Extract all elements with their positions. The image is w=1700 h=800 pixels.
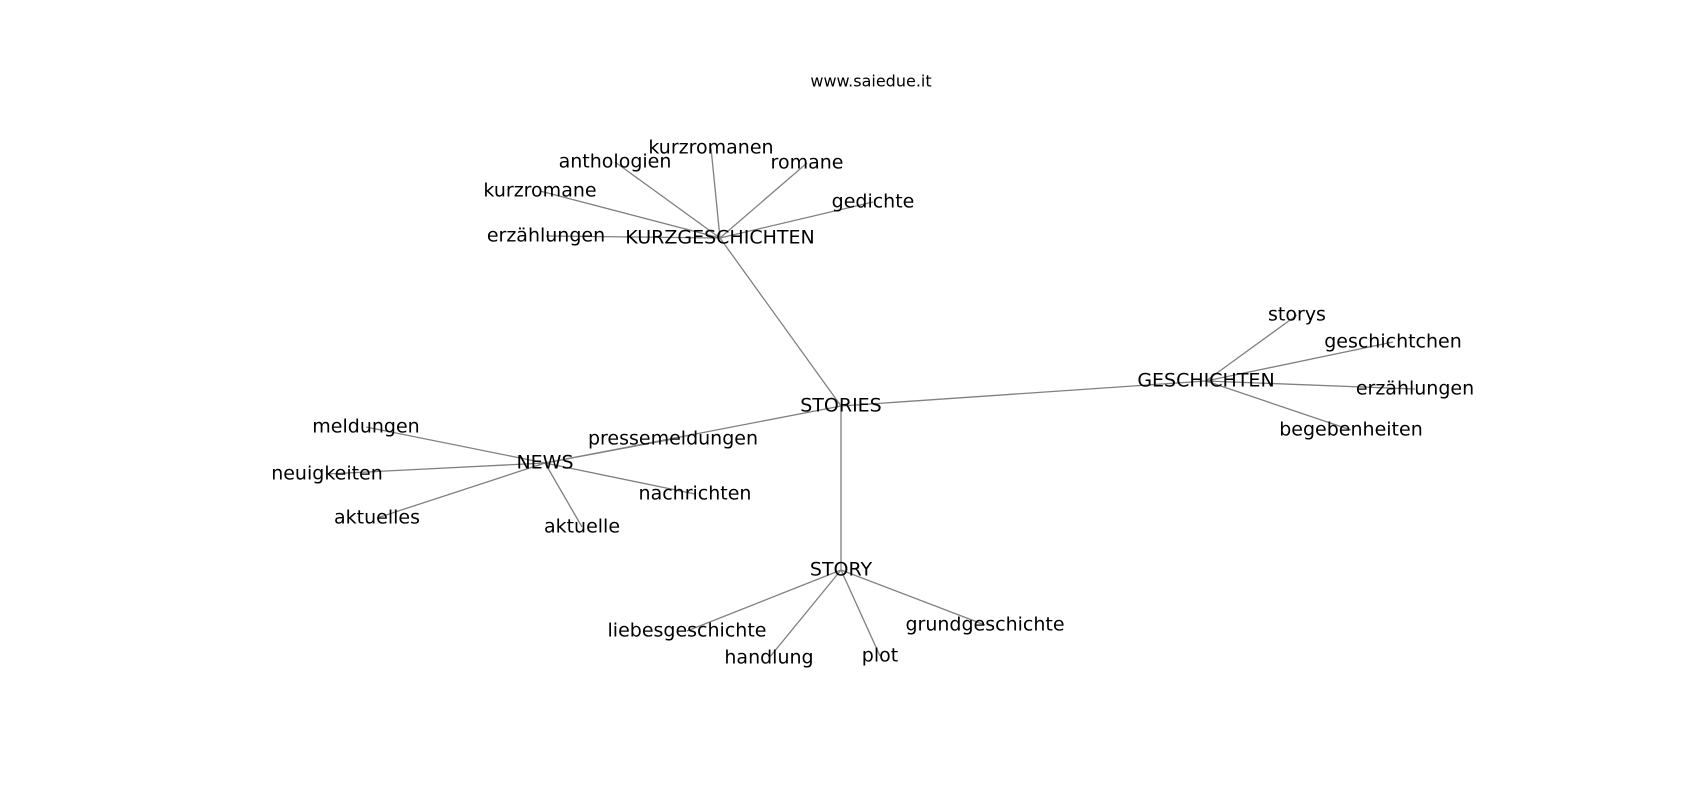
edge-story-grundgeschichte [840,569,986,626]
edge-kurzgeschichten-kurzromanen [710,147,721,239]
node-label-handlung: handlung [724,647,813,669]
node-label-kurzgeschichten: KURZGESCHICHTEN [625,227,814,249]
node-label-news: NEWS [516,452,573,474]
node-label-geschichtchen: geschichtchen [1324,331,1462,353]
edge-kurzgeschichten-kurzromane [539,190,721,239]
node-label-begebenheiten: begebenheiten [1279,419,1422,441]
edge-story-handlung [768,569,842,659]
node-label-nachrichten: nachrichten [639,483,752,505]
node-label-erzaehlungen-g: erzählungen [1356,378,1474,400]
node-label-story: STORY [810,559,873,581]
edge-kurzgeschichten-erzaehlungen_k [545,235,721,239]
node-label-plot: plot [862,645,898,667]
node-label-liebesgeschichte: liebesgeschichte [608,620,767,642]
edge-geschichten-erzaehlungen_g [1205,380,1416,390]
edges-layer [326,147,1416,659]
edge-geschichten-begebenheiten [1205,380,1352,431]
node-label-grundgeschichte: grundgeschichte [905,614,1064,636]
node-label-pressemeldungen: pressemeldungen [588,428,758,450]
edge-news-aktuelle [544,462,583,528]
node-label-anthologien: anthologien [559,151,672,173]
node-label-geschichten: GESCHICHTEN [1137,370,1274,392]
node-label-gedichte: gedichte [832,191,915,213]
edge-stories-geschichten [840,380,1207,407]
edge-news-pressemeldungen [544,438,674,464]
site-label: www.saiedue.it [810,72,931,91]
edge-stories-kurzgeschichten [719,237,842,407]
node-label-storys: storys [1268,304,1326,326]
edge-geschichten-geschichtchen [1205,341,1394,382]
edge-kurzgeschichten-anthologien [614,161,721,239]
node-label-kurzromanen: kurzromanen [648,137,773,159]
node-label-romane: romane [771,152,844,174]
node-label-stories: STORIES [800,395,882,417]
edge-story-liebesgeschichte [686,569,842,632]
edge-news-meldungen [365,426,546,464]
edge-kurzgeschichten-romane [719,162,808,239]
edge-geschichten-storys [1205,314,1298,382]
node-label-neuigkeiten: neuigkeiten [271,463,383,485]
node-label-kurzromane: kurzromane [483,180,596,202]
edge-news-aktuelles [376,462,546,519]
node-label-meldungen: meldungen [312,416,419,438]
labels-layer: STORIES KURZGESCHICHTEN GESCHICHTEN NEWS STO… [271,137,1474,669]
node-label-aktuelles: aktuelles [334,507,420,529]
edge-news-nachrichten [544,462,696,495]
node-label-erzaehlungen-k: erzählungen [487,225,605,247]
edge-story-plot [840,569,881,657]
node-label-aktuelle: aktuelle [544,516,620,538]
edge-kurzgeschichten-gedichte [719,201,874,239]
edge-news-neuigkeiten [326,462,546,475]
